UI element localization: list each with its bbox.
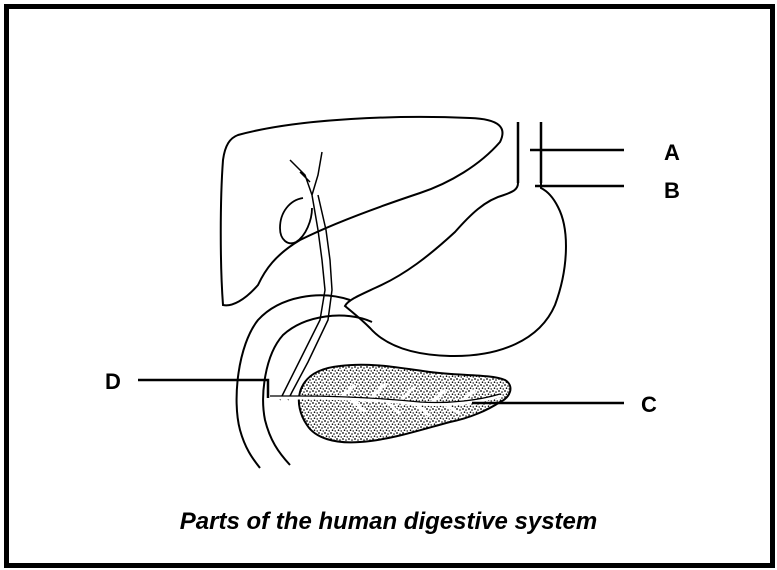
label-d: D xyxy=(105,369,121,394)
label-a: A xyxy=(664,140,680,165)
esophagus xyxy=(518,122,541,183)
pointer-line-d xyxy=(138,380,268,398)
label-b: B xyxy=(664,178,680,203)
stomach xyxy=(345,183,566,356)
label-c: C xyxy=(641,392,657,417)
figure-caption: Parts of the human digestive system xyxy=(0,508,777,536)
